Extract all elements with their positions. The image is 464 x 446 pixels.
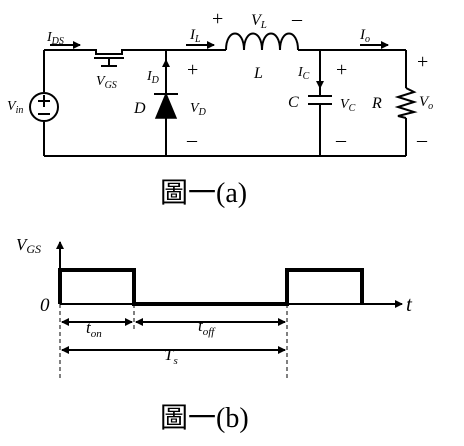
caption-a: 圖一(a) [160,178,247,209]
vd-label: VD [190,101,207,118]
vc-minus-sign: – [335,129,347,151]
vgs-label-circuit: VGS [96,74,117,91]
diode-label: D [133,100,146,117]
resistor-label: R [371,95,382,112]
ic-label: IC [297,65,310,82]
vd-minus-sign: – [186,129,198,151]
zero-label: 0 [40,295,50,316]
vo-plus-sign: + [417,51,428,73]
capacitor-icon [308,95,332,105]
inductor-label: L [253,65,263,82]
vgs-pulse [58,268,364,306]
capacitor-label: C [288,94,299,111]
gate-waveform: VGS 0 t ton toff Ts 圖一(b) [16,235,413,434]
mosfet-switch-icon [90,49,128,67]
ts-label: Ts [164,345,178,367]
voltage-source-icon [29,92,59,122]
dashed-lines [59,304,288,380]
id-label: ID [146,69,160,86]
vin-label: Vin [7,99,23,116]
resistor-icon [394,87,418,119]
circuit-diagram: IDS VGS IL + VL – L Io Vin ID + D VD – I… [7,8,433,209]
toff-label: toff [198,316,216,338]
vl-label: VL [251,12,267,31]
t-axis-label: t [406,292,413,316]
vc-label: VC [340,97,356,114]
io-label: Io [359,27,370,45]
vgs-axis-label: VGS [16,235,41,256]
inductor-icon [225,32,299,51]
ton-label: ton [86,318,102,340]
caption-b: 圖一(b) [160,403,249,434]
il-label: IL [189,27,201,45]
vl-minus-sign: – [291,8,303,30]
vl-plus-sign: + [212,8,223,30]
vc-plus-sign: + [336,59,347,81]
ids-label: IDS [46,30,64,47]
vd-plus-sign: + [187,59,198,81]
diode-icon [154,92,178,119]
vo-minus-sign: – [416,129,428,151]
vo-label: Vo [419,94,433,112]
